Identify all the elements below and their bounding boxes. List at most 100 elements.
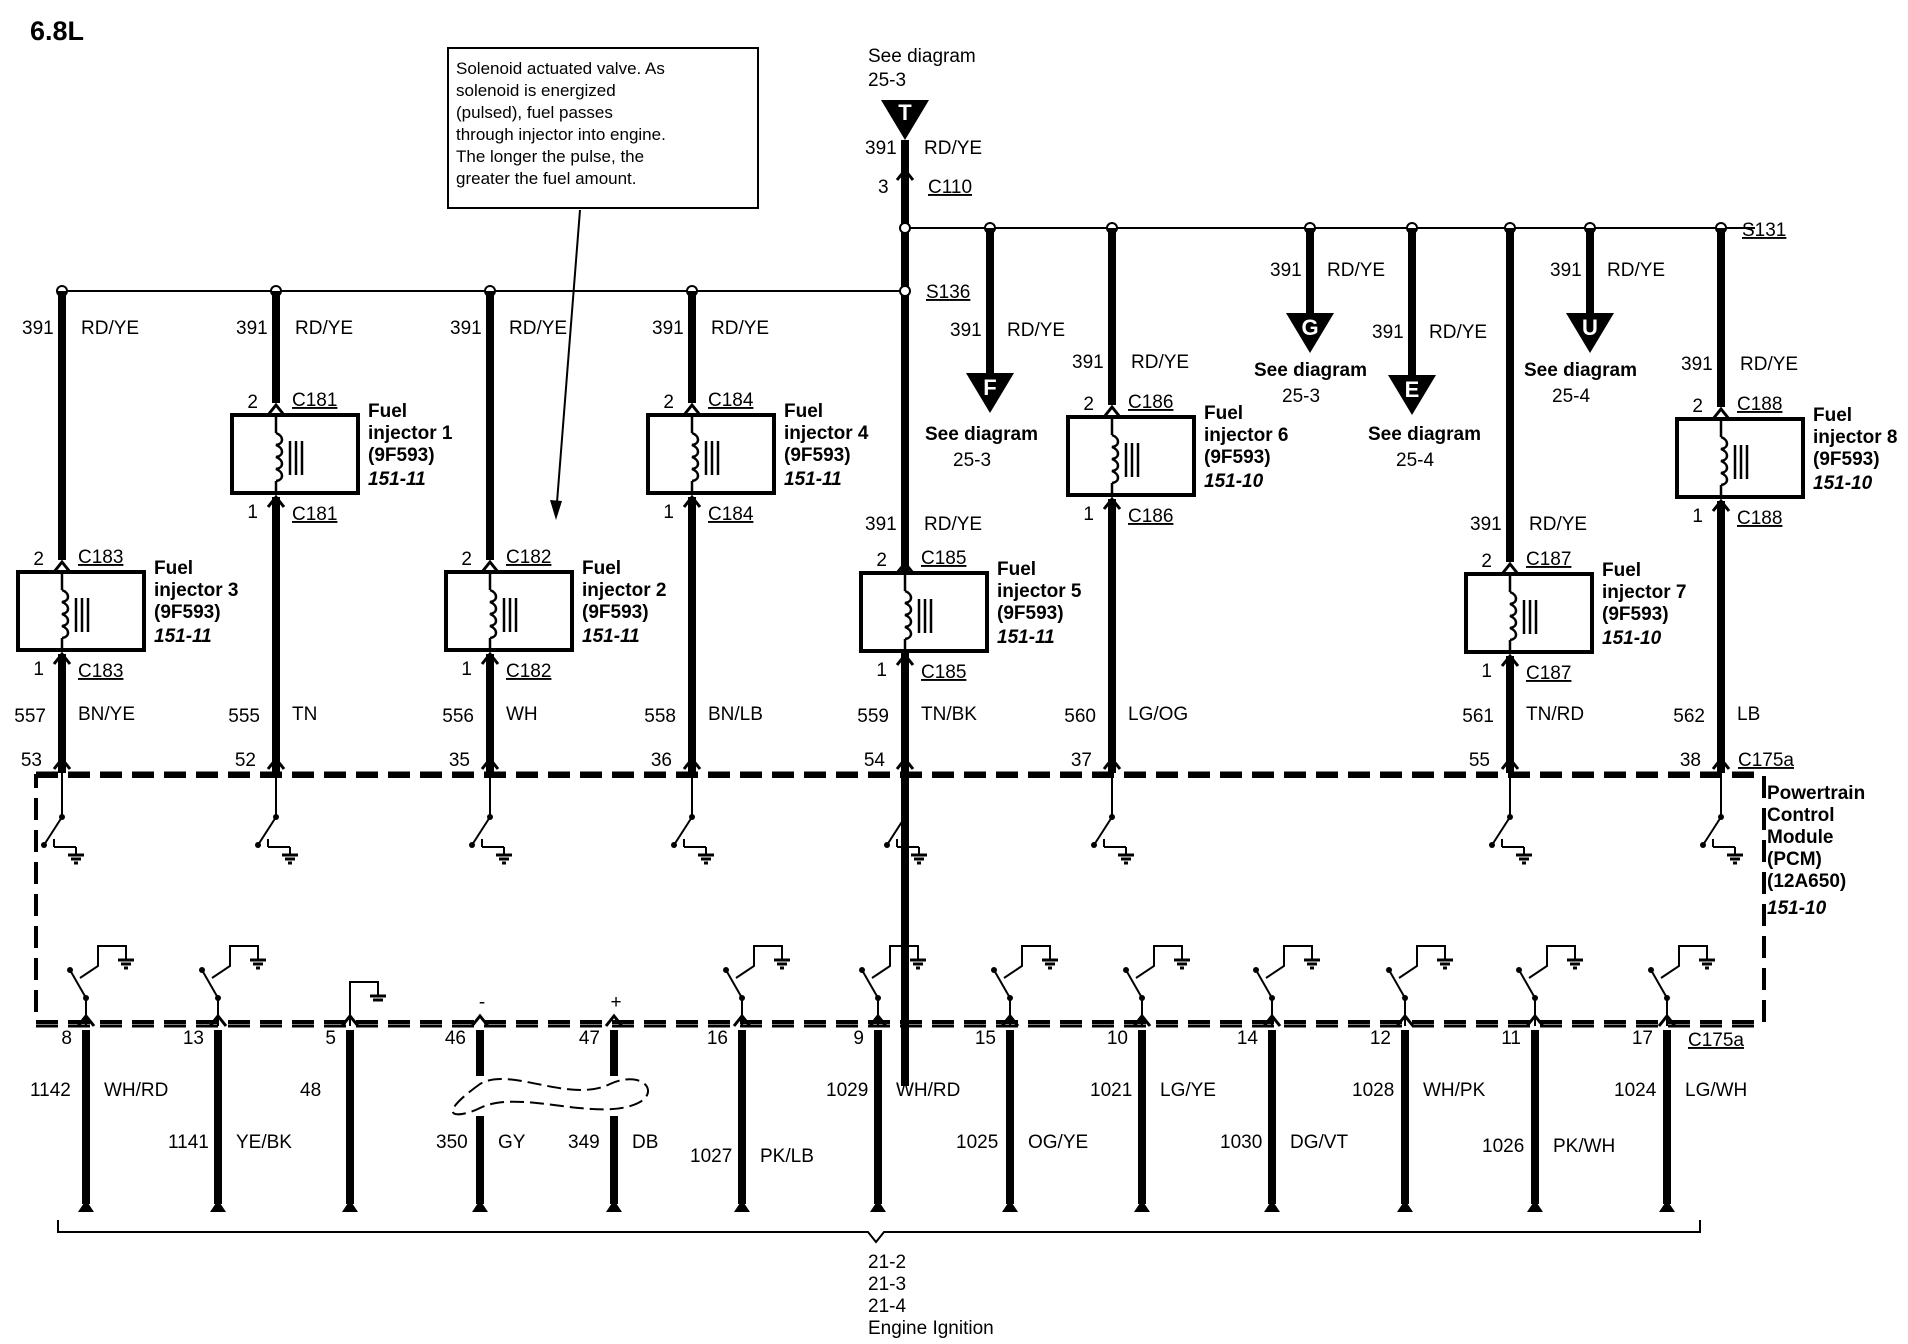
bottom-wire-circuit: 1142 bbox=[30, 1080, 71, 1101]
injector-in-pin: 2 bbox=[1481, 551, 1492, 572]
feed-arrow-t-icon bbox=[881, 100, 929, 140]
injector-out-color: WH bbox=[506, 704, 538, 725]
note-line: Solenoid actuated valve. As bbox=[456, 59, 665, 78]
connector-icon bbox=[1711, 406, 1731, 420]
switch-contact-icon bbox=[255, 842, 261, 848]
branch-circuit: 391 bbox=[1550, 260, 1582, 281]
injector-supply-circuit: 391 bbox=[1072, 352, 1104, 373]
bottom-wire-color: PK/WH bbox=[1553, 1136, 1615, 1157]
injector-name: Fuel bbox=[368, 401, 407, 422]
injector-out-connector: C187 bbox=[1526, 663, 1571, 684]
connector-icon bbox=[1102, 404, 1122, 418]
injector-name: injector 4 bbox=[784, 423, 869, 444]
injector-out-color: BN/LB bbox=[708, 704, 763, 725]
switch-contact-icon bbox=[1648, 967, 1654, 973]
connector-icon bbox=[52, 559, 72, 573]
switch-blade-icon bbox=[1650, 969, 1668, 999]
switch-icon bbox=[79, 945, 127, 979]
feed-circuit: 391 bbox=[865, 138, 897, 159]
injector-name: Fuel bbox=[997, 559, 1036, 580]
pcm-pin-number: 38 bbox=[1680, 750, 1701, 771]
branch-see-label: See diagram bbox=[1254, 360, 1367, 381]
note-line: solenoid is energized bbox=[456, 81, 616, 100]
pcm-bottom-pin: 13 bbox=[183, 1028, 204, 1049]
bottom-wire-color: GY bbox=[498, 1132, 526, 1153]
injector-in-pin: 2 bbox=[1692, 396, 1703, 417]
bottom-wire-circuit: 349 bbox=[568, 1132, 600, 1153]
injector-supply-circuit: 391 bbox=[865, 514, 897, 535]
footer-ref: 21-4 bbox=[868, 1296, 906, 1317]
injector-supply-color: RD/YE bbox=[1131, 352, 1189, 373]
branch-color: RD/YE bbox=[1429, 322, 1487, 343]
injector-out-pin: 1 bbox=[461, 659, 472, 680]
pcm-internal-ground bbox=[349, 981, 379, 1026]
bottom-wire-color: PK/LB bbox=[760, 1146, 814, 1167]
injector-part: (9F593) bbox=[997, 603, 1064, 624]
injector-out-connector: C186 bbox=[1128, 506, 1173, 527]
pcm-pin-number: 37 bbox=[1071, 750, 1092, 771]
pcm-label-line: Powertrain bbox=[1767, 783, 1865, 804]
wire-end-icon bbox=[1659, 1200, 1675, 1212]
injector-out-circuit: 561 bbox=[1462, 706, 1494, 727]
connector-icon bbox=[52, 756, 72, 770]
switch-blade-icon bbox=[993, 969, 1011, 999]
switch-icon bbox=[1528, 945, 1576, 979]
wire-end-icon bbox=[870, 1200, 886, 1212]
wire-end-icon bbox=[472, 1200, 488, 1212]
splice-s136-dot bbox=[899, 285, 911, 297]
switch-blade-icon bbox=[725, 969, 743, 999]
note-pointer-head bbox=[550, 500, 562, 520]
connector-icon bbox=[266, 756, 286, 770]
switch-contact-icon bbox=[469, 842, 475, 848]
footer-refs: 21-2 21-3 21-4 Engine Ignition bbox=[868, 1252, 994, 1339]
splice-s131-label: S131 bbox=[1742, 220, 1786, 241]
bottom-wire-color: DG/VT bbox=[1290, 1132, 1348, 1153]
pcm-bottom-pin: 47 bbox=[579, 1028, 600, 1049]
injector-in-pin: 2 bbox=[461, 549, 472, 570]
bottom-wire-circuit: 1027 bbox=[690, 1146, 732, 1167]
connector-icon bbox=[895, 756, 915, 770]
branch-color: RD/YE bbox=[1327, 260, 1385, 281]
pcm-label: Powertrain Control Module (PCM) (12A650)… bbox=[1767, 783, 1865, 919]
fuel-injector-box bbox=[444, 570, 574, 652]
switch-blade-icon bbox=[1702, 816, 1722, 846]
note-box bbox=[447, 47, 759, 209]
pcm-pin-number: 36 bbox=[651, 750, 672, 771]
injector-name: Fuel bbox=[784, 401, 823, 422]
pcm-top-connector: C175a bbox=[1738, 750, 1794, 771]
continuation-arrow-icon bbox=[1566, 313, 1614, 353]
connector-icon bbox=[895, 560, 915, 574]
pcm-bottom-pin: 11 bbox=[1501, 1028, 1521, 1049]
pcm-bottom-pin: 10 bbox=[1107, 1028, 1128, 1049]
injector-in-pin: 2 bbox=[876, 550, 887, 571]
injector-supply-color: RD/YE bbox=[1740, 354, 1798, 375]
branch-see-label: See diagram bbox=[925, 424, 1038, 445]
fuel-injector-box bbox=[646, 413, 776, 495]
pcm-label-line: Control bbox=[1767, 805, 1835, 826]
note-pointer bbox=[555, 209, 581, 516]
switch-contact-icon bbox=[1516, 967, 1522, 973]
wire-end-icon bbox=[1527, 1200, 1543, 1212]
injector-supply-color: RD/YE bbox=[81, 318, 139, 339]
wire-end-icon bbox=[1397, 1200, 1413, 1212]
injector-out-pin: 1 bbox=[663, 502, 674, 523]
injector-in-connector: C183 bbox=[78, 547, 123, 568]
connector-icon bbox=[1711, 756, 1731, 770]
injector-supply-circuit: 391 bbox=[236, 318, 268, 339]
pcm-bottom-pin: 9 bbox=[853, 1028, 864, 1049]
injector-in-connector: C182 bbox=[506, 547, 551, 568]
connector-icon bbox=[604, 1013, 624, 1027]
continuation-arrow-letter: E bbox=[1405, 377, 1420, 402]
continuation-arrow-icon bbox=[1286, 313, 1334, 353]
switch-contact-icon bbox=[199, 967, 205, 973]
pcm-label-line: Module bbox=[1767, 827, 1834, 848]
switch-blade-icon bbox=[886, 816, 906, 846]
pcm-ref: 151-10 bbox=[1767, 898, 1827, 919]
injector-in-connector: C185 bbox=[921, 548, 966, 569]
bottom-wire-color: DB bbox=[632, 1132, 658, 1153]
injector-out-circuit: 560 bbox=[1064, 706, 1096, 727]
switch-icon bbox=[871, 945, 919, 979]
bottom-wire-circuit: 48 bbox=[300, 1080, 321, 1101]
connector-icon bbox=[1500, 756, 1520, 770]
pcm-bottom-pin: 17 bbox=[1632, 1028, 1653, 1049]
